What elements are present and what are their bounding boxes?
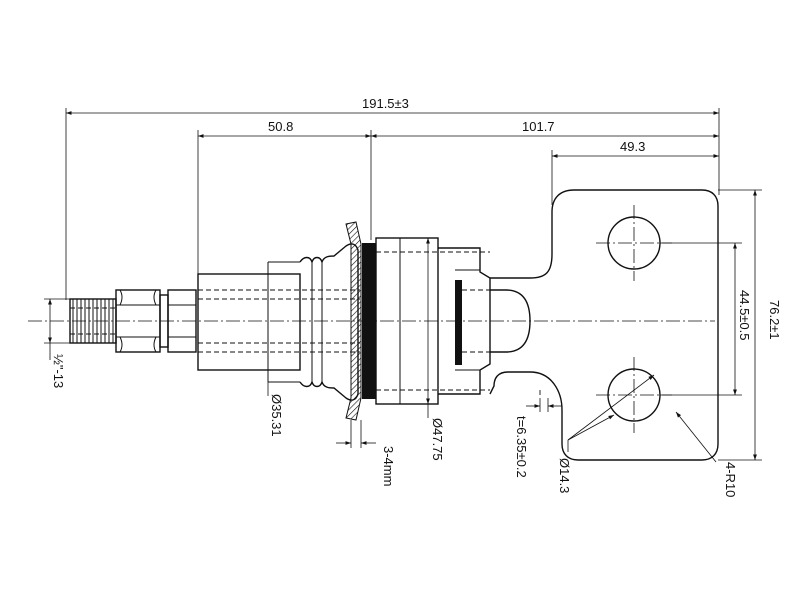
dimension-corner-radius: 4-R10 (675, 411, 738, 497)
terminal-nose (462, 289, 531, 353)
front-length-label: 101.7 (522, 119, 555, 134)
hole-diameter-label: Ø14.3 (557, 458, 572, 493)
flange-diameter-label: Ø47.75 (430, 418, 445, 461)
thread-label: ½"-13 (51, 354, 66, 388)
dimension-flange-diameter: Ø47.75 (426, 238, 445, 461)
body-diameter-label: Ø35.31 (269, 394, 284, 437)
lug-plate (489, 189, 719, 461)
lug-width-label: 76.2±1 (767, 300, 782, 340)
dimension-overall-length: 191.5±3 (65, 96, 720, 300)
dimension-hole-diameter: Ø14.3 (557, 374, 655, 493)
rear-body (197, 261, 360, 383)
dimension-lug-thickness: t=6.35±0.2 (514, 398, 562, 478)
dimension-panel-thickness: 3-4mm (336, 420, 396, 486)
corner-radius-label: 4-R10 (723, 462, 738, 497)
dimension-hole-spacing: 44.5±0.5 (660, 242, 752, 396)
front-flange (362, 237, 491, 405)
hole-spacing-label: 44.5±0.5 (737, 290, 752, 341)
dimension-lug-length: 49.3 (551, 139, 719, 205)
lug-length-label: 49.3 (620, 139, 645, 154)
dimension-thread: ½"-13 (44, 298, 70, 388)
rubber-boot (299, 243, 359, 401)
threaded-stud (69, 298, 117, 344)
hex-nut-inner (167, 289, 197, 353)
mounting-panel (345, 221, 362, 421)
rear-length-label: 50.8 (268, 119, 293, 134)
overall-length-label: 191.5±3 (362, 96, 409, 111)
hex-nut-outer (115, 289, 161, 353)
panel-thickness-label: 3-4mm (381, 446, 396, 486)
dimension-rear-front-length: 50.8 101.7 (197, 119, 719, 274)
lug-thickness-label: t=6.35±0.2 (514, 416, 529, 478)
dimension-body-diameter: Ø35.31 (267, 262, 284, 437)
dimension-lug-width: 76.2±1 (718, 189, 782, 461)
